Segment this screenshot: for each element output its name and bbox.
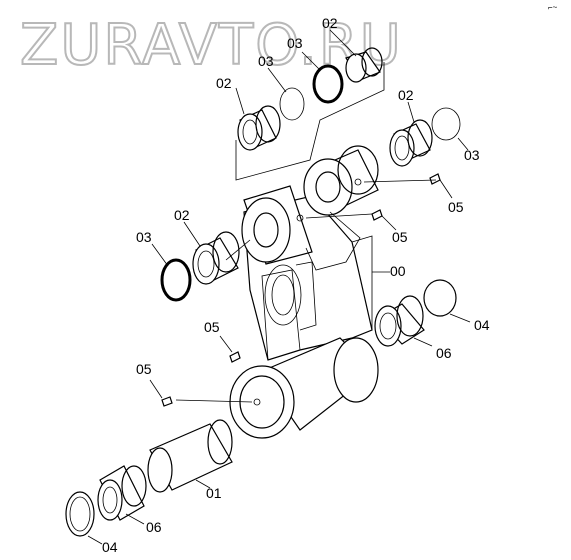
grease-nipple-05-d [161,396,173,407]
bushing-02-top [345,47,383,83]
bushing-02-left [237,105,281,151]
label-00: 00 [390,263,406,279]
label-02-top: 02 [322,15,338,31]
bushing-06-bottom [97,465,147,521]
label-05-c: 05 [204,319,220,335]
ring-04-right [423,279,457,317]
label-06-bottom: 06 [146,519,162,535]
label-04-bottom: 04 [102,539,118,555]
bushing-02-mid [192,231,240,285]
watermark-text: ZURAVTO.RU [20,13,403,78]
pin-01 [147,419,233,493]
leader-lines [87,29,471,545]
label-05-d: 05 [136,361,152,377]
label-06-right: 06 [436,345,452,361]
label-02-mid: 02 [174,207,190,223]
label-01: 01 [206,485,222,501]
grease-nipple-05-b [371,209,383,221]
ring-03-mid [279,87,305,121]
lower-boss [229,337,379,439]
label-02-right: 02 [398,87,414,103]
label-03-left: 03 [136,229,152,245]
ring-03-top [312,64,344,104]
corner-mark: ⌐~ [548,3,558,12]
ring-04-bottom-inner [69,496,91,532]
label-04-right: 04 [474,317,490,333]
label-03-mid: 03 [287,35,303,51]
label-03-right: 03 [464,147,480,163]
bushing-06-right [374,295,425,347]
label-05-b: 05 [392,229,408,245]
bushing-02-right [389,119,433,167]
ring-03-right [431,107,461,141]
label-02-left: 02 [216,75,232,91]
grease-nipple-05-c [229,351,241,363]
grease-nipple-05-a [429,173,441,185]
label-05-a: 05 [448,199,464,215]
label-03-top: 03 [258,53,274,69]
ring-03-left [160,258,192,302]
upper-left-boss [241,185,313,265]
upper-right-boss [303,145,379,216]
ring-04-bottom [65,491,95,537]
